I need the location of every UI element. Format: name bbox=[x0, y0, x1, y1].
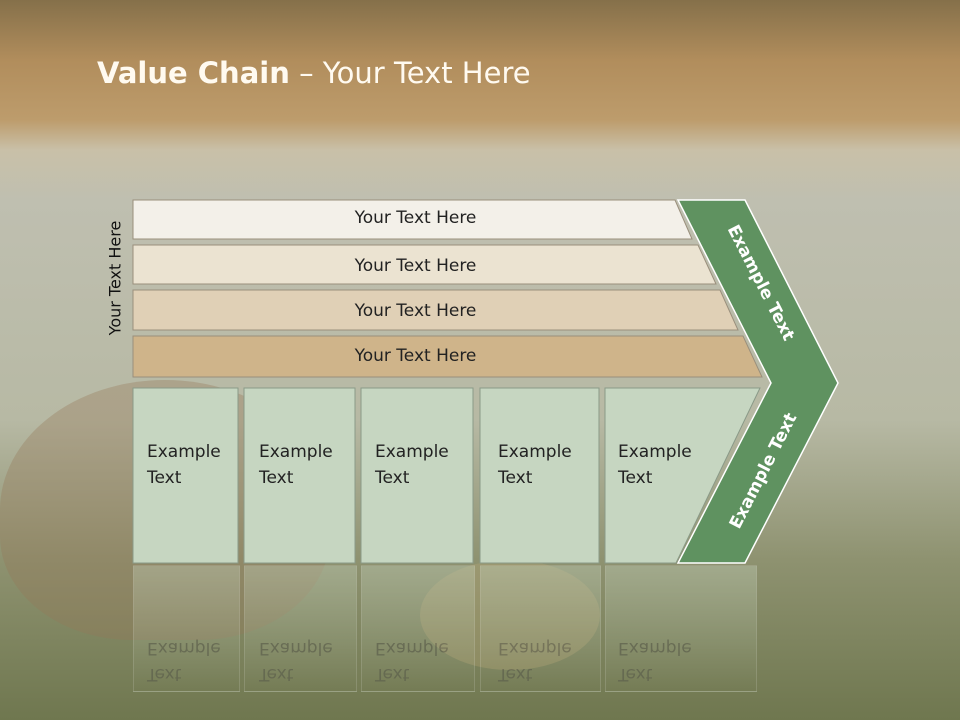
box-text-5: Example Text bbox=[618, 439, 692, 491]
background-photo-ball bbox=[420, 560, 600, 670]
reflection-box-3 bbox=[361, 565, 475, 692]
reflection-box-1 bbox=[133, 565, 240, 692]
box-2 bbox=[243, 387, 356, 564]
box-3-line2: Text bbox=[375, 468, 410, 488]
box-1 bbox=[132, 387, 239, 564]
box-3 bbox=[360, 387, 474, 564]
reflection-box-5 bbox=[605, 565, 757, 692]
chevron bbox=[676, 199, 839, 564]
row-text-2: Your Text Here bbox=[354, 256, 477, 276]
box-4-line1: Example bbox=[498, 442, 572, 462]
box-1-line1: Example bbox=[147, 442, 221, 462]
row-bar-3 bbox=[132, 289, 739, 331]
row-bar-1 bbox=[132, 199, 693, 240]
row-text-3: Your Text Here bbox=[354, 301, 477, 321]
slide-title: Value Chain – Your Text Here bbox=[97, 56, 531, 90]
box-text-2: Example Text bbox=[259, 439, 333, 491]
box-5 bbox=[604, 387, 761, 564]
title-rest: – Your Text Here bbox=[289, 56, 531, 90]
box-4-line2: Text bbox=[498, 468, 533, 488]
box-2-line1: Example bbox=[259, 442, 333, 462]
box-4 bbox=[479, 387, 600, 564]
box-text-3: Example Text bbox=[375, 439, 449, 491]
box-text-4: Example Text bbox=[498, 439, 572, 491]
box-1-line2: Text bbox=[147, 468, 182, 488]
box-5-line2: Text bbox=[618, 468, 653, 488]
box-5-line1: Example bbox=[618, 442, 692, 462]
reflection-box-4 bbox=[480, 565, 601, 692]
box-2-line2: Text bbox=[259, 468, 294, 488]
row-bar-4 bbox=[132, 335, 763, 378]
row-text-4: Your Text Here bbox=[354, 346, 477, 366]
title-bold: Value Chain bbox=[97, 56, 290, 90]
row-bar-2 bbox=[132, 244, 717, 285]
box-3-line1: Example bbox=[375, 442, 449, 462]
row-text-1: Your Text Here bbox=[354, 208, 477, 228]
reflection-box-2 bbox=[244, 565, 357, 692]
box-text-1: Example Text bbox=[147, 439, 221, 491]
